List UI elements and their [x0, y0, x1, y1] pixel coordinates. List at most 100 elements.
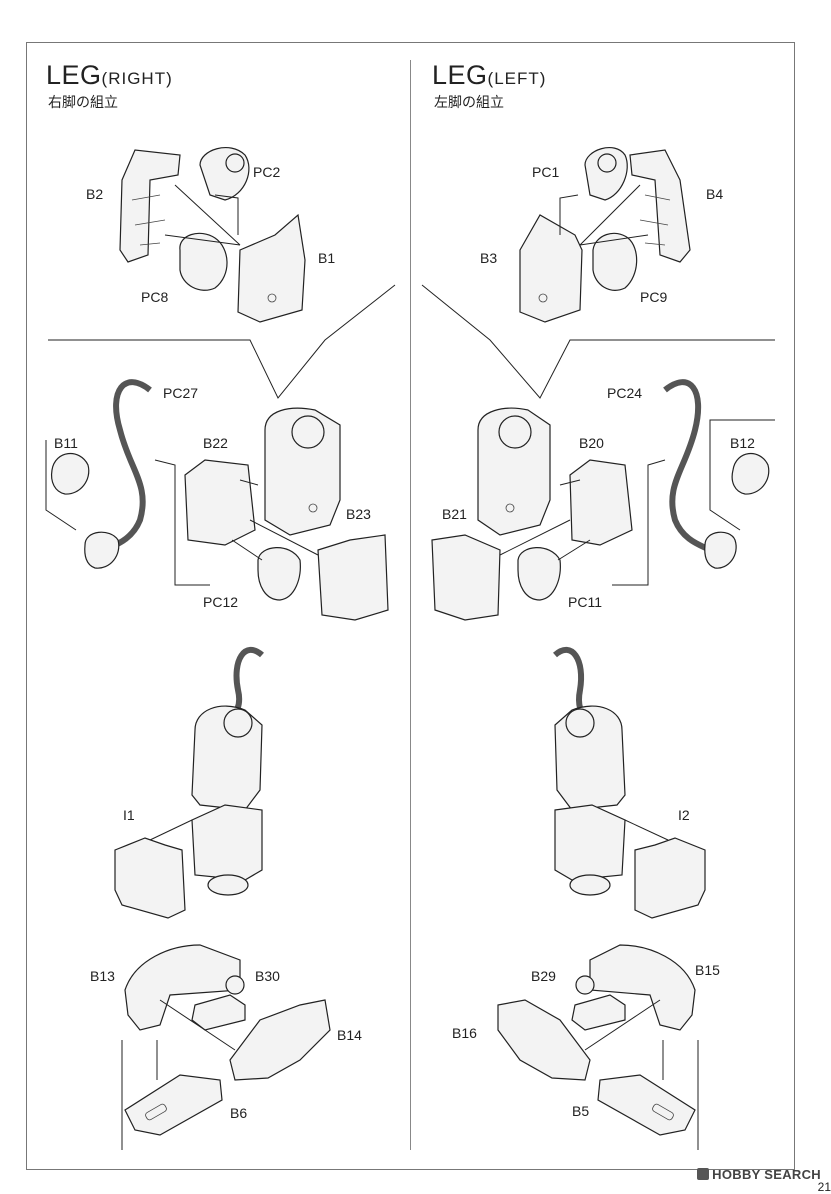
part-b29 [571, 994, 626, 1031]
right-step-1 [119, 146, 306, 323]
watermark: HOBBY SEARCH [697, 1167, 821, 1182]
label-i1: I1 [123, 807, 135, 823]
arrows-left-step-2 [499, 459, 666, 586]
label-b30: B30 [255, 968, 280, 984]
part-b6 [124, 1074, 223, 1136]
callout-left-1 [421, 284, 775, 399]
right-step-3 [114, 646, 264, 919]
part-shin-assembly [191, 804, 263, 881]
callout-b12 [709, 419, 775, 531]
part-pc1-socket [597, 153, 617, 173]
part-pc1 [584, 146, 628, 201]
watermark-text: HOBBY SEARCH [712, 1167, 821, 1182]
part-b29-ball [575, 975, 595, 995]
arrows-step-2 [154, 459, 319, 586]
right-step-2 [45, 379, 389, 621]
label-b2: B2 [86, 186, 104, 202]
page-frame [26, 42, 795, 1170]
part-left-ankle-joint [569, 874, 611, 896]
part-b16 [497, 999, 591, 1081]
label-b21: B21 [442, 506, 467, 522]
part-b20-hole [505, 503, 515, 513]
label-pc12: PC12 [203, 594, 239, 610]
label-b23: B23 [346, 506, 371, 522]
label-pc1: PC1 [532, 164, 560, 180]
label-b29: B29 [531, 968, 556, 984]
arrows-step-3 [149, 819, 193, 841]
label-pc9: PC9 [640, 289, 668, 305]
part-b2-detail [131, 194, 166, 246]
callout-b11 [45, 440, 77, 531]
arrows-left-step-4 [584, 999, 699, 1150]
part-i2 [634, 837, 706, 919]
part-thigh-ball [223, 708, 253, 738]
part-b22 [184, 459, 256, 546]
label-b14: B14 [337, 1027, 362, 1043]
right-leg-subtitle-jp: 右脚の組立 [48, 94, 118, 110]
part-b6-slot [145, 1103, 167, 1121]
arrows-step-4 [121, 999, 236, 1150]
label-pc11: PC11 [568, 594, 602, 610]
left-leg-subtitle-jp: 左脚の組立 [434, 94, 504, 110]
part-b22-ball [291, 415, 325, 449]
part-left-thigh-ball [565, 708, 595, 738]
part-pc2-socket [225, 153, 245, 173]
right-step-4 [121, 944, 331, 1150]
label-b3: B3 [480, 250, 498, 266]
part-b1-hole [267, 293, 277, 303]
left-step-3 [553, 646, 706, 919]
page-number: 21 [817, 1180, 831, 1194]
left-leg-title-sub: (LEFT) [487, 69, 547, 88]
part-b3-hole [538, 293, 548, 303]
part-pc11 [517, 547, 561, 601]
part-b11 [50, 452, 90, 495]
part-b14 [229, 999, 331, 1081]
label-b6: B6 [230, 1105, 248, 1121]
part-left-shin-assembly [554, 804, 626, 881]
part-i1 [114, 837, 186, 919]
right-leg-title-main: LEG [46, 60, 102, 90]
part-b22-hole [308, 503, 318, 513]
label-b15: B15 [695, 962, 720, 978]
hobby-search-logo-icon [697, 1168, 710, 1180]
label-b5: B5 [572, 1103, 590, 1119]
part-pc24-plug [704, 531, 737, 569]
left-step-1 [519, 146, 691, 323]
part-b4-detail [639, 194, 671, 246]
left-step-4 [497, 944, 699, 1150]
label-b11: B11 [54, 435, 78, 451]
part-b1 [237, 213, 306, 323]
left-leg-title-main: LEG [432, 60, 488, 90]
part-b2 [119, 149, 181, 263]
arrows-left-step-3 [624, 819, 669, 841]
part-b30 [191, 994, 246, 1031]
part-b20-body [477, 407, 551, 536]
part-pc9 [592, 232, 638, 291]
part-b5-slot [652, 1103, 674, 1121]
part-b12 [731, 453, 770, 495]
part-b15 [589, 944, 696, 1031]
label-b12: B12 [730, 435, 755, 451]
label-b4: B4 [706, 186, 724, 202]
part-b30-ball [225, 975, 245, 995]
label-b16: B16 [452, 1025, 477, 1041]
part-pc8 [179, 232, 228, 291]
label-pc8: PC8 [141, 289, 169, 305]
label-b13: B13 [90, 968, 115, 984]
part-pc27-plug [84, 531, 120, 569]
part-pc2 [199, 146, 250, 201]
part-b23 [317, 534, 389, 621]
left-leg-title: LEG(LEFT) [432, 60, 546, 91]
part-pc27-cable [103, 379, 152, 553]
label-b22: B22 [203, 435, 228, 451]
part-b3 [519, 214, 583, 323]
label-pc24: PC24 [607, 385, 643, 401]
arrows-left-step-1 [559, 184, 649, 246]
part-pc12 [257, 547, 301, 601]
right-leg-title: LEG(RIGHT) [46, 60, 173, 91]
part-b13 [124, 944, 241, 1031]
part-pc24-cable [663, 379, 712, 553]
label-pc27: PC27 [163, 385, 199, 401]
part-b20 [569, 459, 633, 546]
